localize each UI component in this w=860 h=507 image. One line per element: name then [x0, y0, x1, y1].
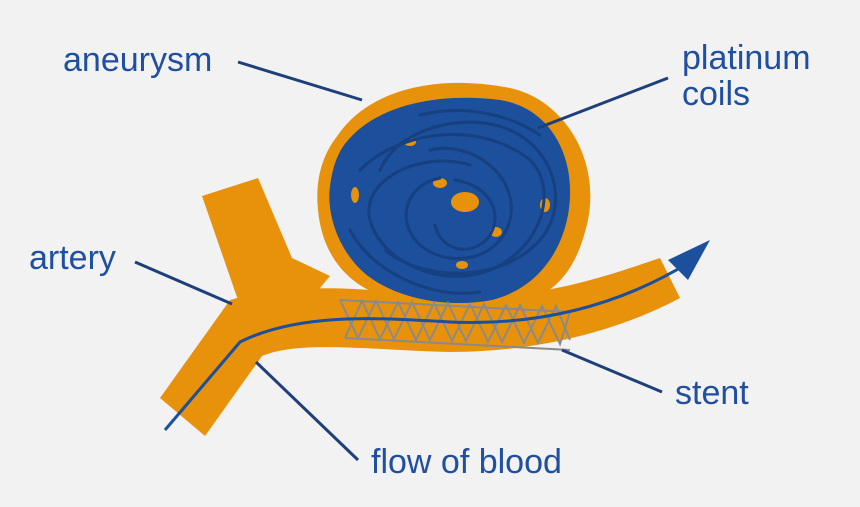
leader-flow [254, 360, 360, 462]
label-platinum-coils-line2: coils [682, 75, 751, 113]
platinum-coils-shape [329, 97, 571, 304]
label-platinum-coils-line1: platinum [682, 39, 811, 77]
leader-lines [134, 60, 669, 462]
label-stent: stent [675, 374, 749, 412]
label-flow-of-blood: flow of blood [371, 443, 562, 481]
flow-arrowhead-icon [668, 240, 710, 280]
artery-main-vessel [160, 258, 680, 436]
coil-strands [348, 109, 557, 295]
blood-flow-arrow [163, 240, 710, 431]
label-platinum-coils: platinum coils [682, 40, 811, 112]
leader-platinum-coils [537, 76, 669, 130]
leader-aneurysm [237, 60, 363, 102]
leader-artery [134, 260, 233, 306]
label-artery: artery [29, 239, 116, 277]
leader-stent [561, 348, 663, 394]
artery-upper-branch [202, 178, 330, 312]
label-aneurysm: aneurysm [63, 41, 213, 79]
flow-line [163, 260, 691, 431]
